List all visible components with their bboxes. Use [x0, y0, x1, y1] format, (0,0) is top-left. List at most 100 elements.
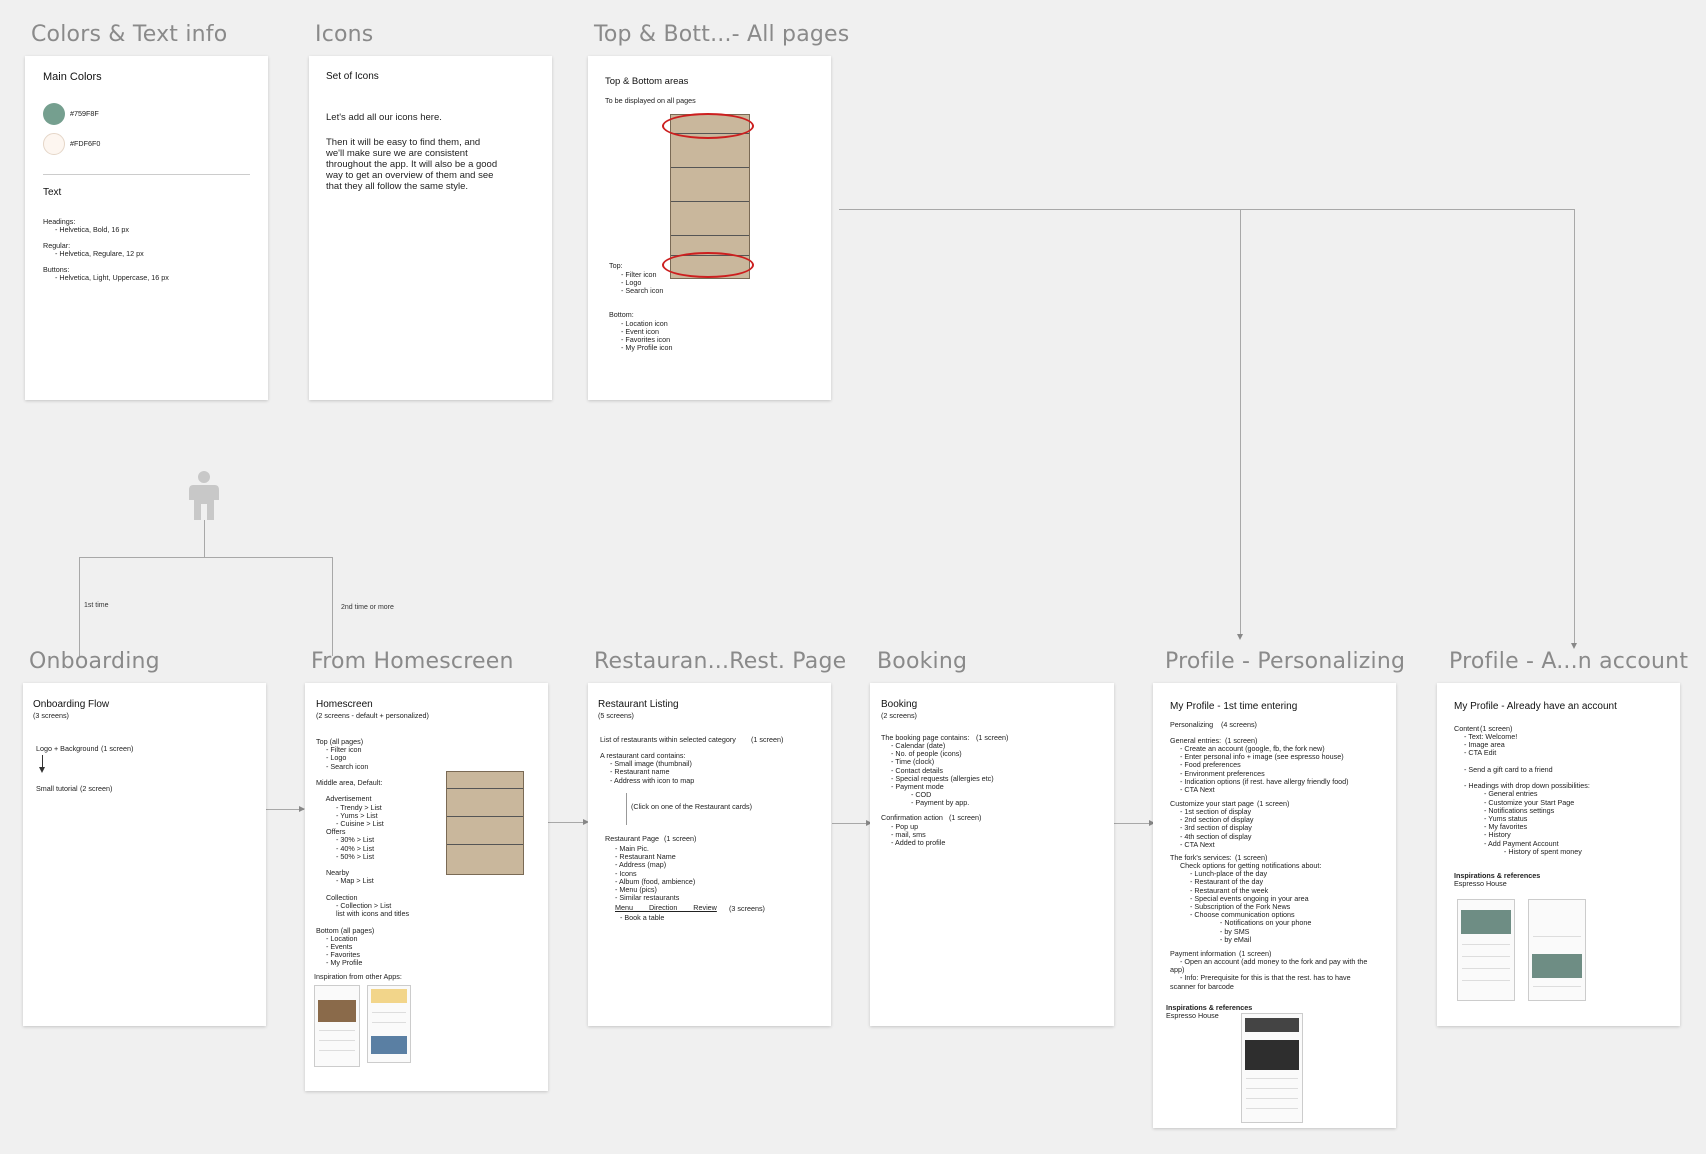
first-time-label: 1st time [84, 602, 109, 609]
espresso-house-screenshot [1241, 1013, 1303, 1123]
icons-desc-5: that they all follow the same style. [326, 181, 469, 192]
restaurant-page-label: Restaurant Page [605, 834, 659, 843]
color-swatch-primary [43, 103, 65, 125]
general-entries-list: - Create an account (google, fb, the for… [1179, 744, 1349, 795]
account-heading: My Profile - Already have an account [1454, 701, 1617, 712]
inspirations-heading: Inspirations & references [1166, 1003, 1253, 1012]
onboarding-step-1-count: (1 screen) [101, 744, 134, 753]
account-content-label: Content [1454, 724, 1480, 733]
onboarding-heading: Onboarding Flow [33, 699, 110, 710]
fork-services-list: Check options for getting notifications … [1179, 861, 1322, 944]
fork-services-count: (1 screen) [1235, 853, 1268, 862]
booking-contents: - Calendar (date) - No. of people (icons… [890, 741, 994, 808]
top-item-search: - Search icon [621, 286, 664, 295]
booking-card[interactable]: Booking (2 screens) The booking page con… [870, 683, 1114, 1026]
icons-desc-3: throughout the app. It will also be a go… [326, 159, 498, 170]
buttons-value: - Helvetica, Light, Uppercase, 16 px [55, 273, 169, 282]
bottom-item-event: - Event icon [621, 327, 659, 336]
onboarding-count: (3 screens) [33, 711, 69, 720]
icons-card[interactable]: Set of Icons Let's add all our icons her… [309, 56, 552, 400]
icons-desc-1: Then it will be easy to find them, and [326, 137, 481, 148]
homescreen-details: Top (all pages) - Filter icon - Logo - S… [316, 737, 410, 968]
bottom-label: Bottom: [609, 310, 634, 319]
onboarding-card[interactable]: Onboarding Flow (3 screens) Logo + Backg… [23, 683, 266, 1026]
color-hex-secondary: #FDF6F0 [70, 139, 101, 148]
homescreen-sketch [446, 771, 524, 875]
text-heading: Text [43, 187, 62, 198]
top-bottom-heading: Top & Bottom areas [605, 76, 689, 87]
customize-label: Customize your start page [1170, 799, 1254, 808]
top-item-filter: - Filter icon [621, 270, 657, 279]
restaurant-page-contents: - Main Pic. - Restaurant Name - Address … [614, 844, 696, 903]
confirmation-contents: - Pop up - mail, sms - Added to profile [890, 822, 946, 848]
customize-count: (1 screen) [1257, 799, 1290, 808]
booking-line-1: The booking page contains: [881, 733, 970, 742]
profile-personalizing-card[interactable]: My Profile - 1st time entering Personali… [1153, 683, 1396, 1128]
account-screenshot-2 [1528, 899, 1586, 1001]
confirmation-count: (1 screen) [949, 813, 982, 822]
inspiration-label: Inspiration from other Apps: [314, 972, 402, 981]
account-inspirations-heading: Inspirations & references [1454, 871, 1541, 880]
section-title-topbottom[interactable]: Top & Bott...- All pages [594, 22, 850, 47]
booking-line-1-count: (1 screen) [976, 733, 1009, 742]
section-title-onboarding[interactable]: Onboarding [29, 649, 160, 674]
color-hex-primary: #759F8F [70, 109, 99, 118]
payment-list: - Open an account (add money to the fork… [1170, 957, 1368, 991]
click-note: (Click on one of the Restaurant cards) [631, 802, 753, 811]
homescreen-card[interactable]: Homescreen (2 screens - default + person… [305, 683, 548, 1091]
restaurant-tabs[interactable]: Menu Direction Review [615, 903, 717, 912]
customize-list: - 1st section of display - 2nd section o… [1179, 807, 1254, 849]
restaurant-line-1: List of restaurants within selected cate… [600, 735, 736, 744]
personalizing-count: (4 screens) [1221, 720, 1257, 729]
profile-account-card[interactable]: My Profile - Already have an account Con… [1437, 683, 1680, 1026]
account-content-count: (1 screen) [1480, 724, 1513, 733]
buttons-label: Buttons: [43, 265, 70, 274]
section-title-icons[interactable]: Icons [315, 22, 374, 47]
icons-intro: Let's add all our icons here. [326, 112, 442, 123]
onboarding-arrow-icon [39, 767, 45, 773]
section-title-profile-account[interactable]: Profile - A...n account [1449, 649, 1689, 674]
personalizing-label: Personalizing [1170, 720, 1214, 729]
payment-label: Payment information [1170, 949, 1236, 958]
restaurant-heading: Restaurant Listing [598, 699, 679, 710]
homescreen-count: (2 screens - default + personalized) [316, 711, 429, 720]
bottom-area-highlight [662, 252, 754, 278]
restaurant-card[interactable]: Restaurant Listing (5 screens) List of r… [588, 683, 831, 1026]
onboarding-step-2: Small tutorial [36, 784, 78, 793]
headings-label: Headings: [43, 217, 76, 226]
bottom-item-location: - Location icon [621, 319, 668, 328]
top-bottom-card[interactable]: Top & Bottom areas To be displayed on al… [588, 56, 831, 400]
general-entries-count: (1 screen) [1225, 736, 1258, 745]
restaurant-line-1-count: (1 screen) [751, 735, 784, 744]
restaurant-tabs-count: (3 screens) [729, 904, 765, 913]
account-inspirations-source: Espresso House [1454, 879, 1507, 888]
main-colors-heading: Main Colors [43, 71, 102, 83]
inspiration-screenshot-1 [314, 985, 360, 1067]
homescreen-heading: Homescreen [316, 699, 373, 710]
regular-value: - Helvetica, Regulare, 12 px [55, 249, 144, 258]
icons-desc-4: way to get an overview of them and see [326, 170, 494, 181]
bottom-item-favorites: - Favorites icon [621, 335, 671, 344]
section-title-booking[interactable]: Booking [877, 649, 968, 674]
colors-text-card[interactable]: Main Colors #759F8F #FDF6F0 Text Heading… [25, 56, 268, 400]
color-swatch-secondary [43, 133, 65, 155]
top-label: Top: [609, 261, 623, 270]
bottom-item-profile: - My Profile icon [621, 343, 673, 352]
section-title-homescreen[interactable]: From Homescreen [311, 649, 514, 674]
payment-count: (1 screen) [1239, 949, 1272, 958]
section-title-restaurant[interactable]: Restauran...Rest. Page [594, 649, 847, 674]
section-title-colors[interactable]: Colors & Text info [31, 22, 228, 47]
regular-label: Regular: [43, 241, 71, 250]
confirmation-label: Confirmation action [881, 813, 943, 822]
user-icon [189, 471, 219, 520]
book-table-item: - Book a table [620, 913, 665, 922]
top-item-logo: - Logo [621, 278, 642, 287]
headings-value: - Helvetica, Bold, 16 px [55, 225, 129, 234]
inspirations-source: Espresso House [1166, 1011, 1219, 1020]
account-screenshot-1 [1457, 899, 1515, 1001]
section-title-profile-personalizing[interactable]: Profile - Personalizing [1165, 649, 1406, 674]
booking-count: (2 screens) [881, 711, 917, 720]
icons-desc-2: we'll make sure we are consistent [326, 148, 468, 159]
booking-heading: Booking [881, 699, 918, 710]
second-time-label: 2nd time or more [341, 604, 394, 611]
